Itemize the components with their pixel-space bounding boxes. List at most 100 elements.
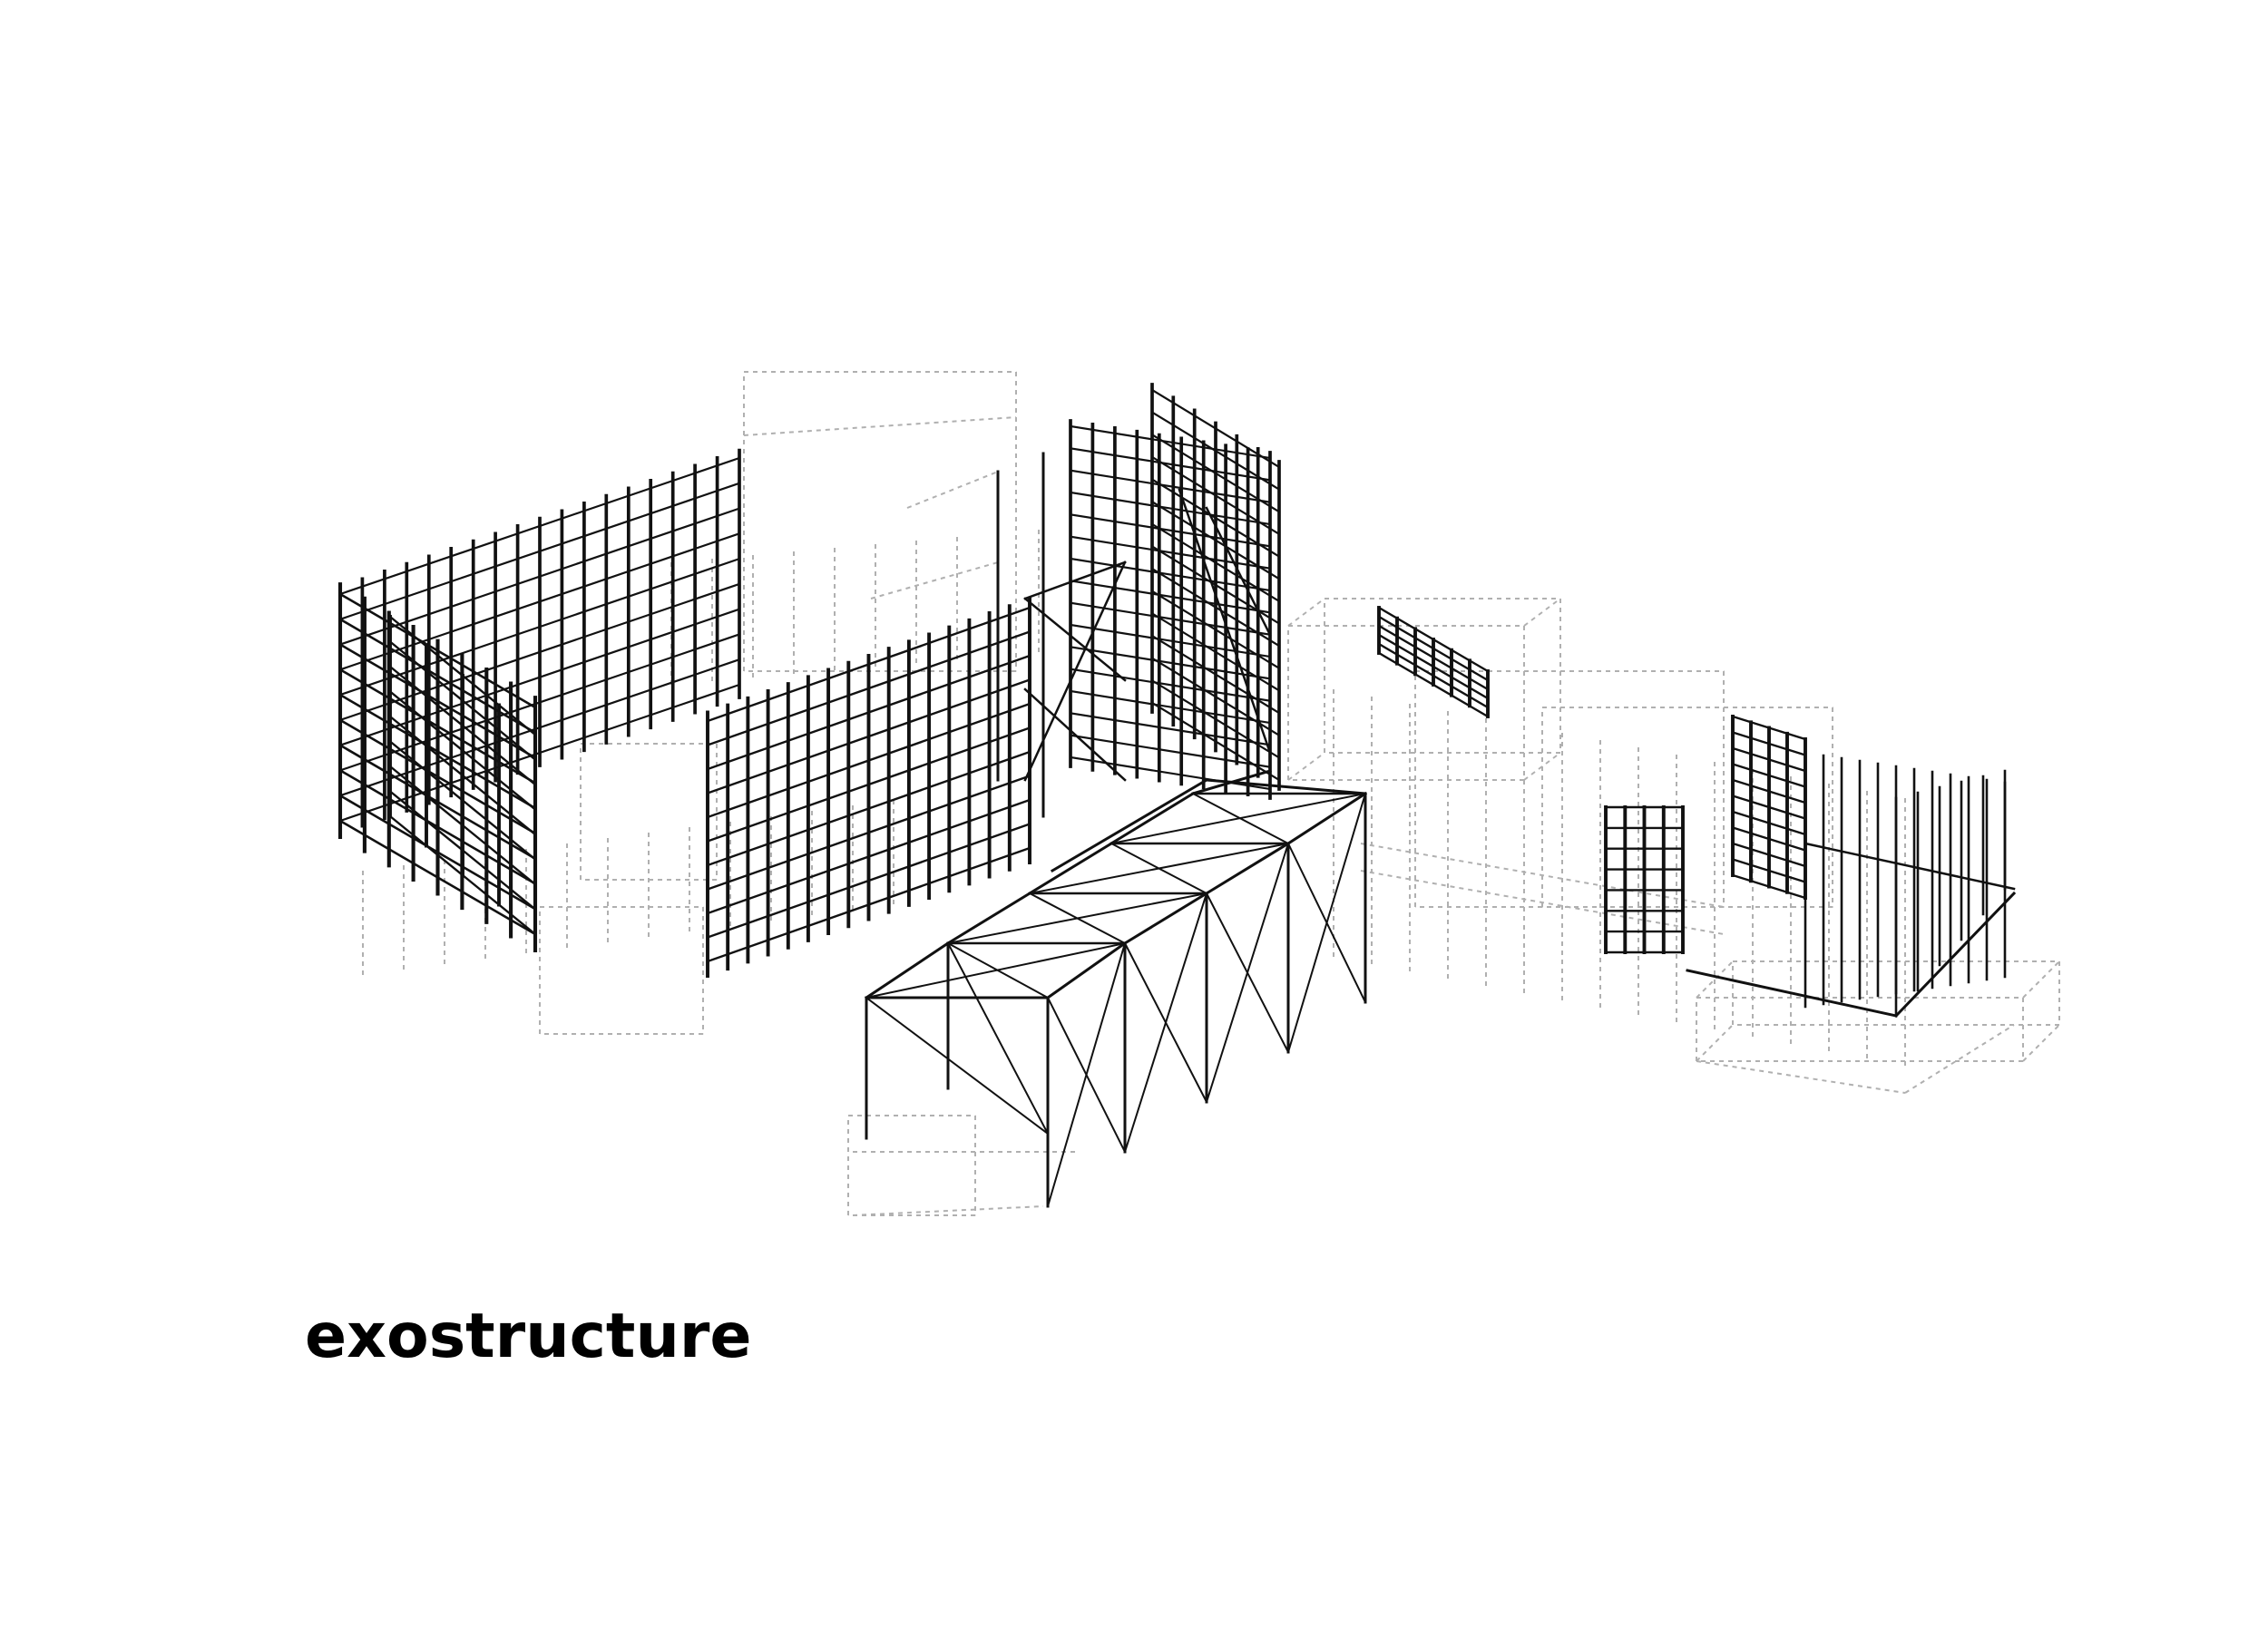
- east-tall-grid-beam: [1731, 746, 1807, 773]
- tower-grid: [996, 383, 1281, 818]
- west-rear-grid-beam: [338, 531, 741, 671]
- west-end-grid-beam: [388, 739, 537, 862]
- east-tall-grid-beam: [1731, 762, 1807, 789]
- truss-brace: [1286, 792, 1367, 1054]
- east-small-grid-beam: [1377, 633, 1490, 700]
- east-small-grid-beam: [1377, 624, 1490, 691]
- east-tall-grid-beam: [1731, 794, 1807, 821]
- context-box-edge: [1287, 752, 1325, 781]
- tower-side-grid-beam: [1150, 500, 1281, 580]
- west-rear-grid-beam: [338, 633, 741, 772]
- tower-side-grid-beam: [1150, 611, 1281, 692]
- east-small-grid-beam: [1377, 651, 1490, 718]
- middle-wall-grid-beam: [706, 654, 1031, 771]
- east-tall-grid-beam: [1731, 825, 1807, 853]
- middle-wall-grid-beam: [706, 606, 1031, 723]
- truss-brace: [946, 941, 1050, 999]
- middle-grid-wall: [706, 597, 1031, 978]
- truss-brace: [1205, 842, 1290, 1104]
- west-rear-grid-beam: [338, 456, 741, 596]
- truss-brace: [1110, 792, 1367, 845]
- east-rail: [1686, 969, 1898, 1018]
- context-edge: [1696, 1060, 1906, 1094]
- west-rear-grid-beam: [338, 608, 741, 747]
- truss-chord: [1286, 791, 1368, 846]
- tower-brace: [1178, 488, 1272, 755]
- west-front-grid-beam: [338, 592, 537, 709]
- west-front-grid-beam: [338, 693, 537, 810]
- truss-chord: [1045, 941, 1128, 1000]
- context-edge: [743, 416, 1017, 436]
- middle-wall-grid-beam: [706, 750, 1031, 867]
- structure-layer: [337, 383, 2017, 1208]
- east-grid-block: [1377, 606, 2017, 1019]
- truss-brace: [1046, 941, 1127, 1208]
- context-edge: [1360, 870, 1725, 935]
- middle-wall-grid-beam: [706, 846, 1031, 963]
- west-front-grid-beam: [338, 743, 537, 861]
- context-edge: [906, 471, 999, 509]
- middle-wall-grid-beam: [706, 822, 1031, 940]
- context-box-edge: [2022, 960, 2060, 999]
- context-volume-right: [847, 598, 2060, 1216]
- truss-chord: [1122, 891, 1209, 946]
- tower-side-grid-beam: [1150, 678, 1281, 759]
- east-rail: [1893, 891, 2017, 1019]
- east-tall-grid-beam: [1731, 857, 1807, 884]
- east-tall-grid-beam: [1731, 873, 1807, 900]
- context-box-edge: [1287, 598, 1325, 627]
- west-end-grid-beam: [388, 665, 537, 786]
- tower-side-grid-beam: [1150, 590, 1281, 670]
- tower-brace: [1023, 687, 1127, 782]
- west-rear-grid-beam: [338, 658, 741, 797]
- west-end-grid-beam: [388, 765, 537, 886]
- braced-truss-pavilion: [864, 769, 1368, 1208]
- truss-chord: [1027, 841, 1114, 896]
- west-rear-grid-beam: [338, 557, 741, 697]
- west-end-grid-beam: [388, 639, 537, 762]
- truss-brace: [946, 941, 1050, 1136]
- tower-side-grid-beam: [1150, 411, 1281, 492]
- tower-side-grid-beam: [1150, 478, 1281, 559]
- context-box-edge: [2022, 1024, 2060, 1062]
- west-end-grid-beam: [388, 715, 537, 836]
- tower-side-grid-beam: [1150, 657, 1281, 737]
- east-small-grid-beam: [1377, 615, 1490, 682]
- east-tall-grid-beam: [1731, 778, 1807, 804]
- west-front-grid-beam: [338, 768, 537, 886]
- east-small-grid-beam: [1377, 642, 1490, 709]
- east-tall-grid-beam: [1731, 730, 1807, 757]
- context-edge: [1360, 843, 1725, 908]
- truss-brace: [1110, 842, 1208, 895]
- truss-chord: [864, 941, 951, 1000]
- diagram-caption: exostructure: [305, 1301, 752, 1372]
- west-front-grid-beam: [338, 718, 537, 835]
- context-edge: [870, 561, 999, 600]
- tower-side-grid-beam: [1150, 522, 1281, 603]
- context-box-edge: [1523, 598, 1561, 627]
- truss-brace: [865, 996, 1050, 1136]
- truss-chord: [1205, 778, 1367, 795]
- middle-wall-grid-beam: [706, 702, 1031, 819]
- truss-chord: [1050, 777, 1209, 873]
- tower-brace: [1023, 561, 1127, 600]
- west-front-grid-beam: [338, 668, 537, 785]
- west-end-grid-beam: [388, 789, 537, 911]
- tower-side-grid-beam: [1150, 567, 1281, 648]
- truss-chord: [1204, 841, 1291, 896]
- west-front-grid-beam: [338, 618, 537, 735]
- context-edge: [852, 1205, 1044, 1216]
- east-rail: [1804, 842, 2016, 891]
- truss-chord: [945, 891, 1032, 946]
- tower-side-grid-beam: [1150, 634, 1281, 715]
- west-end-grid-beam: [388, 814, 537, 936]
- context-box-edge: [1696, 1024, 1734, 1062]
- east-tall-grid-beam: [1731, 810, 1807, 836]
- west-rear-grid-beam: [338, 683, 741, 823]
- truss-brace: [1191, 792, 1290, 845]
- east-tall-grid-beam: [1731, 842, 1807, 868]
- east-small-grid-beam: [1377, 606, 1490, 673]
- west-end-grid-beam: [388, 689, 537, 812]
- tower-side-grid-beam: [1150, 701, 1281, 782]
